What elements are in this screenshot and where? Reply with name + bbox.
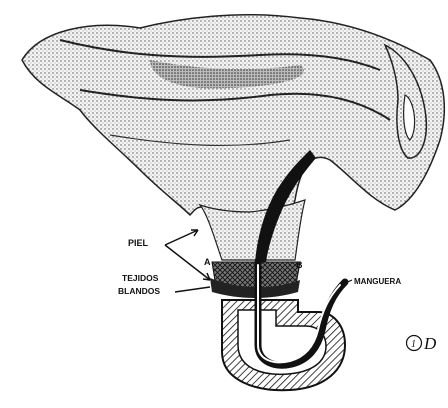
label-point-b: B	[296, 260, 303, 270]
label-piel: PIEL	[128, 238, 149, 248]
figure-letter: D	[423, 334, 437, 353]
label-tejidos-line1: TEJIDOS	[122, 273, 159, 283]
figure-number: 1	[411, 339, 416, 350]
label-manguera: MANGUERA	[354, 277, 401, 286]
label-tejidos-line2: BLANDOS	[118, 286, 160, 296]
leader-piel-1	[165, 230, 198, 245]
label-point-a: A	[204, 257, 211, 267]
leader-tejidos	[175, 287, 210, 292]
